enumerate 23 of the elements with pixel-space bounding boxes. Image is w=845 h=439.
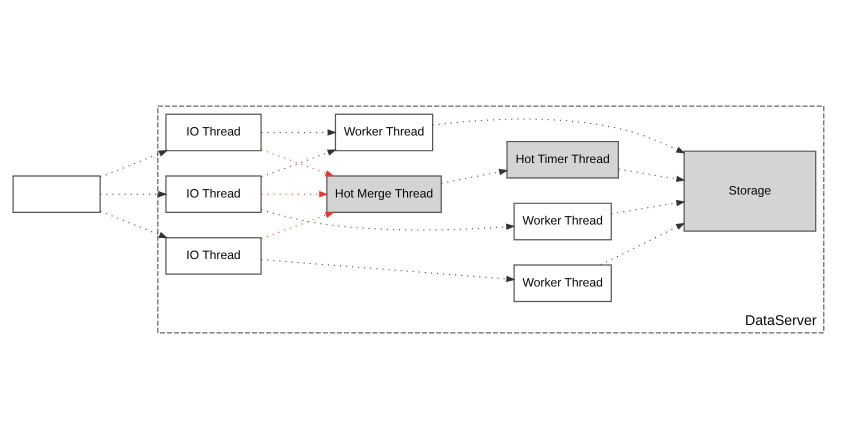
arrow: [100, 191, 168, 198]
arrow: [100, 150, 168, 178]
arrow: [261, 259, 516, 282]
arrow: [261, 212, 335, 240]
arrow: [261, 129, 337, 136]
node-box: IO Thread: [165, 114, 262, 152]
arrow: [441, 168, 508, 184]
node-box: [12, 175, 101, 214]
arrow: [261, 191, 328, 198]
arrow: [100, 210, 168, 238]
node-box: IO Thread: [165, 237, 262, 275]
node-box: Hot Timer Thread: [506, 140, 619, 179]
arrow: [432, 118, 686, 154]
node-box: Worker Thread: [513, 202, 612, 240]
node-box: Worker Thread: [513, 264, 612, 302]
arrow: [600, 222, 686, 266]
node-box: Worker Thread: [334, 114, 434, 152]
node-box: Storage: [684, 150, 816, 232]
arrow: [618, 168, 686, 182]
arrow: [261, 209, 516, 230]
arrow: [611, 200, 686, 214]
node-box: IO Thread: [165, 175, 262, 214]
node-box: Hot Merge Thread: [326, 175, 442, 214]
